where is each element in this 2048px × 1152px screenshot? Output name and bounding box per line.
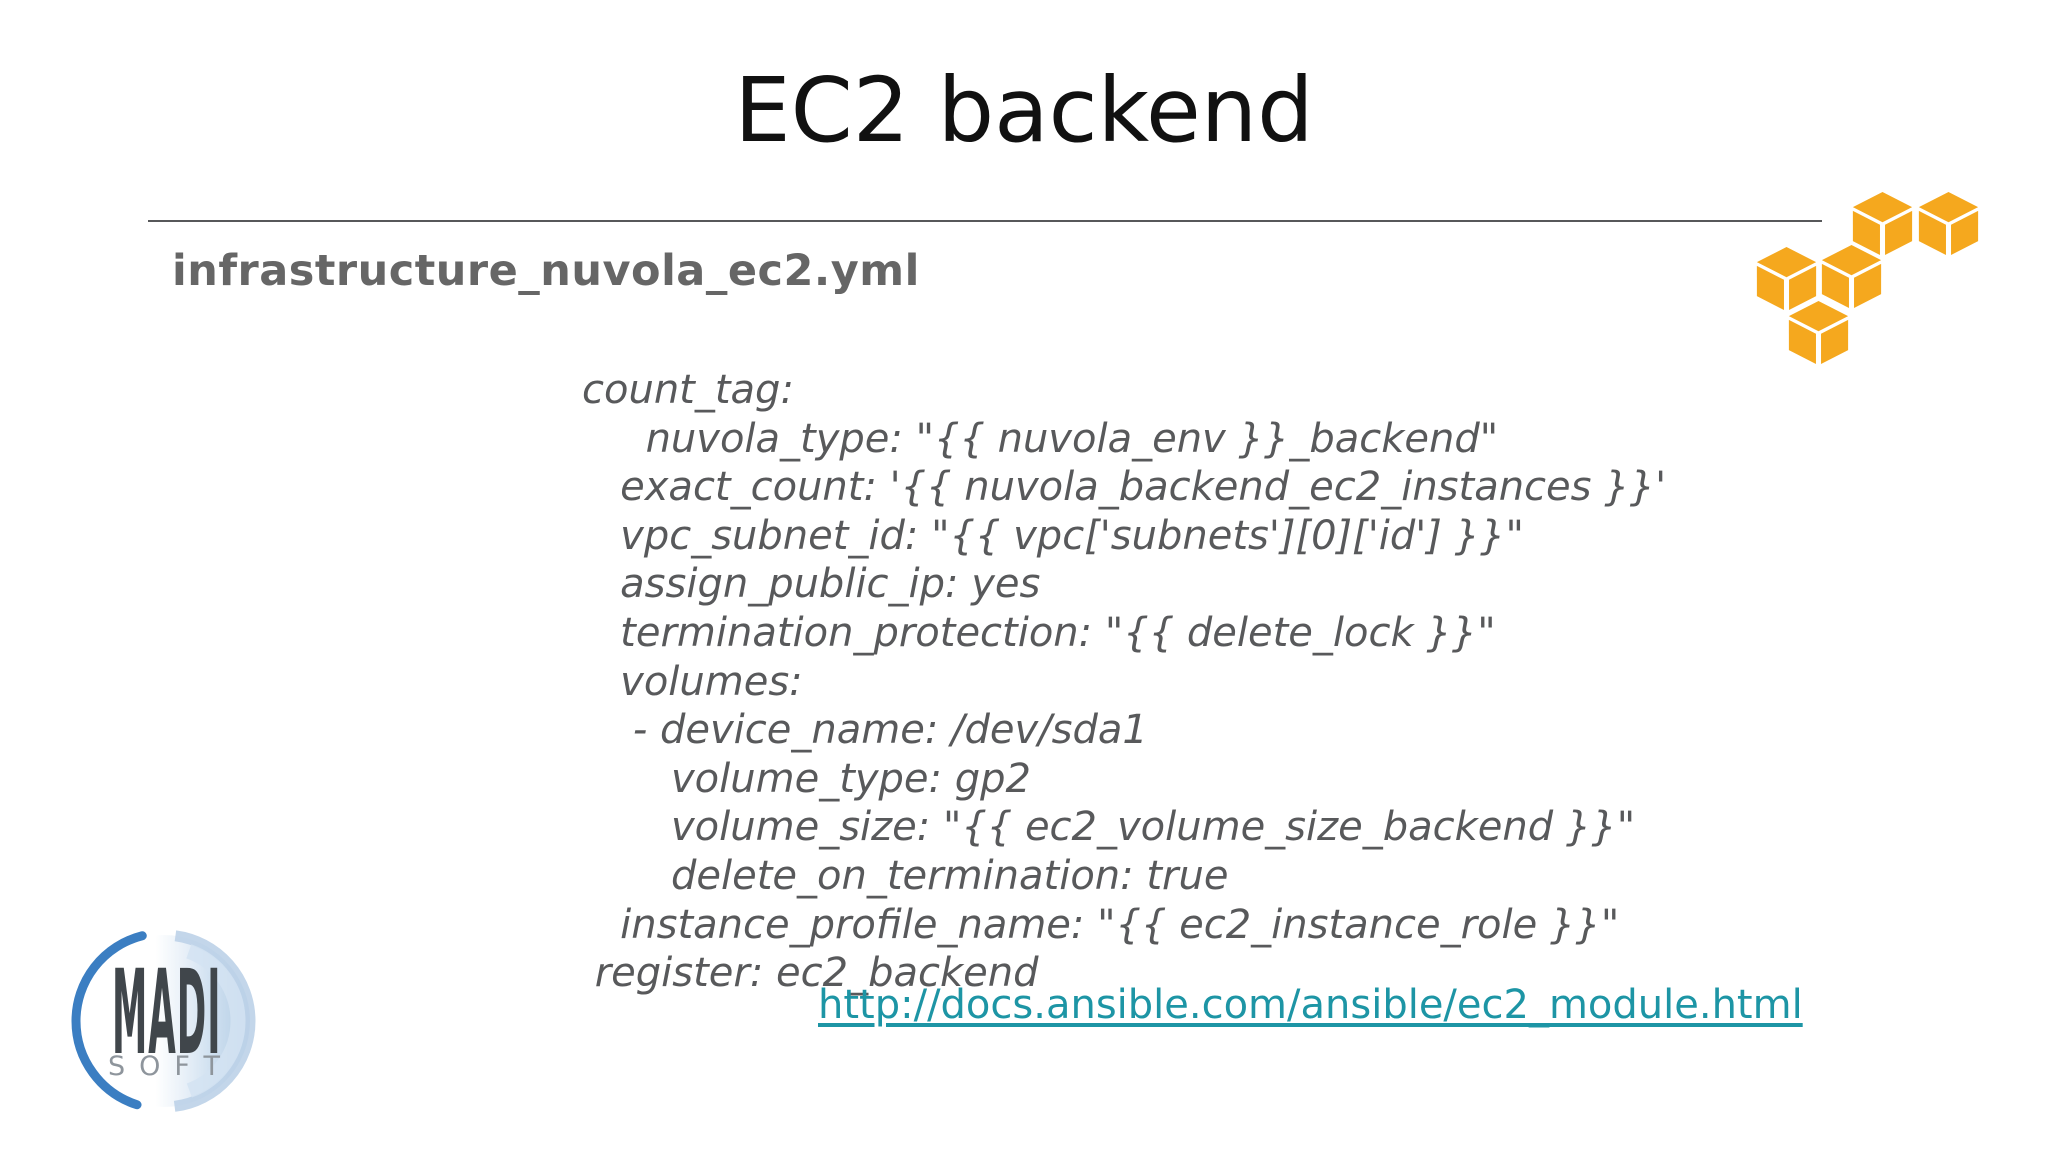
aws-cube-icon (1787, 301, 1850, 364)
page-title: EC2 backend (734, 58, 1314, 162)
madisoft-logo: MADI SOFT (68, 925, 260, 1117)
aws-cube-icon (1917, 192, 1980, 255)
madisoft-logo-secondary-text: SOFT (108, 1051, 234, 1082)
title-divider (148, 220, 1822, 222)
yaml-code-block: count_tag: nuvola_type: "{{ nuvola_env }… (582, 367, 1667, 997)
aws-logo (1750, 188, 1986, 368)
madisoft-circle-icon (71, 928, 257, 1114)
aws-cube-icon (1820, 245, 1883, 308)
ansible-docs-link[interactable]: http://docs.ansible.com/ansible/ec2_modu… (818, 982, 1803, 1028)
yaml-filename-label: infrastructure_nuvola_ec2.yml (172, 246, 920, 296)
madisoft-logo-primary-text: MADI (112, 945, 222, 1082)
